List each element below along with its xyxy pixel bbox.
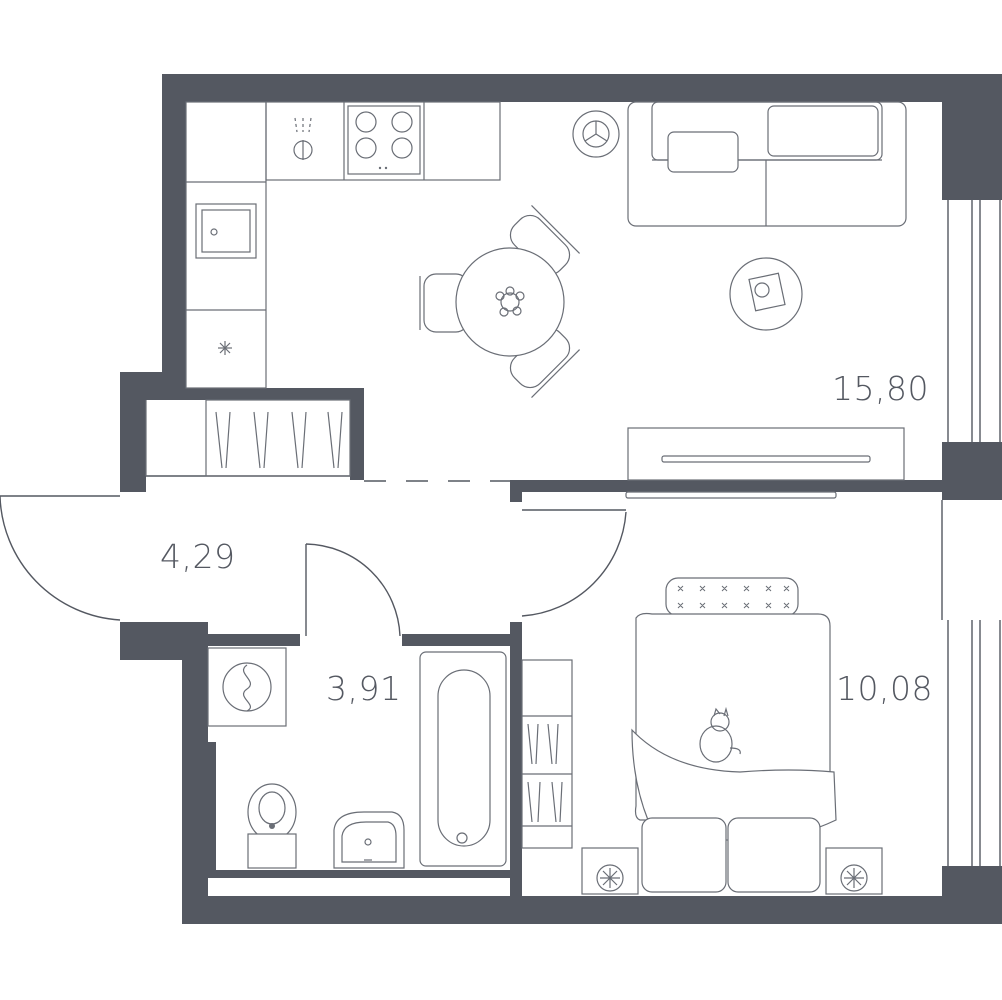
toilet-icon xyxy=(247,783,297,869)
cross-pattern xyxy=(677,585,790,609)
entrance-door xyxy=(0,495,121,621)
walls xyxy=(120,74,1002,924)
doors xyxy=(0,475,627,637)
stove-icon xyxy=(347,105,421,175)
bathroom-area: 3,91 xyxy=(326,669,401,708)
washbasin-icon xyxy=(333,811,405,869)
sink-icon xyxy=(195,203,257,259)
tv-stand xyxy=(627,427,905,481)
bedroom-door xyxy=(521,511,627,617)
kitchen-counter xyxy=(185,101,501,389)
bedroom-wardrobe xyxy=(521,659,573,849)
fridge-icon xyxy=(218,341,232,355)
wardrobe xyxy=(145,399,351,477)
bathroom-door xyxy=(305,543,401,637)
bed xyxy=(631,577,837,893)
floor-lamp-icon xyxy=(572,110,620,158)
cat-icon xyxy=(699,706,741,763)
dining-table xyxy=(419,204,581,399)
coffee-table xyxy=(729,257,803,331)
windows xyxy=(941,200,1001,866)
hallway-area: 4,29 xyxy=(160,537,235,576)
washing-machine-icon xyxy=(207,647,287,727)
living-kitchen-area: 15,80 xyxy=(832,369,929,408)
bedroom-area: 10,08 xyxy=(836,669,933,708)
sofa xyxy=(627,101,907,227)
faucet-icon xyxy=(293,117,313,160)
flower-vase-icon xyxy=(495,286,525,317)
tv-wall xyxy=(625,491,837,499)
nightstand-left xyxy=(581,847,639,895)
nightstand-right xyxy=(825,847,883,895)
bathtub-icon xyxy=(419,651,507,867)
